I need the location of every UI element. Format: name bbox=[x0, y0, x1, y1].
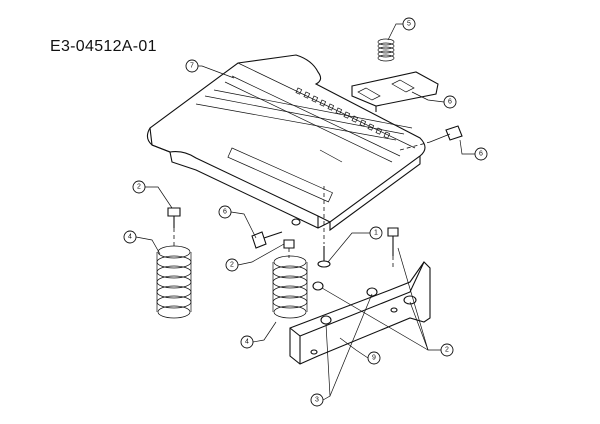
callout-2-center: 2 bbox=[225, 258, 239, 272]
callout-6-right: 6 bbox=[474, 147, 488, 161]
callout-2-right: 2 bbox=[440, 343, 454, 357]
callout-1: 1 bbox=[369, 226, 383, 240]
callout-4-left: 4 bbox=[123, 230, 137, 244]
callout-2-left: 2 bbox=[132, 180, 146, 194]
svg-text:3: 3 bbox=[315, 397, 319, 404]
pin-part-1 bbox=[317, 186, 331, 268]
small-spring bbox=[377, 38, 395, 62]
svg-text:1: 1 bbox=[374, 230, 378, 237]
callout-7: 7 bbox=[185, 59, 199, 73]
svg-text:4: 4 bbox=[128, 234, 132, 241]
svg-text:6: 6 bbox=[479, 151, 483, 158]
bolt-right-vertical bbox=[387, 227, 399, 270]
screw-left bbox=[167, 207, 181, 246]
leader-lines bbox=[135, 23, 475, 401]
bottom-bracket bbox=[289, 261, 431, 365]
plate-slots bbox=[295, 87, 391, 139]
callout-5: 5 bbox=[402, 17, 416, 31]
svg-text:2: 2 bbox=[445, 347, 449, 354]
seat-plate bbox=[146, 54, 426, 232]
bolt-right bbox=[399, 125, 463, 151]
screw-center bbox=[283, 239, 295, 258]
svg-text:2: 2 bbox=[137, 184, 141, 191]
svg-text:9: 9 bbox=[372, 355, 376, 362]
svg-text:6: 6 bbox=[448, 99, 452, 106]
spring-left bbox=[156, 245, 192, 319]
drawing-number: E3-04512A-01 bbox=[50, 38, 157, 55]
svg-text:4: 4 bbox=[245, 339, 249, 346]
svg-text:5: 5 bbox=[407, 21, 411, 28]
latch-bracket bbox=[351, 71, 439, 112]
callout-9: 9 bbox=[367, 351, 381, 365]
callout-8: 6 bbox=[443, 95, 457, 109]
callout-4-center: 4 bbox=[240, 335, 254, 349]
bolt-center-left bbox=[251, 231, 283, 249]
spring-center bbox=[272, 255, 308, 319]
svg-text:2: 2 bbox=[230, 262, 234, 269]
svg-text:6: 6 bbox=[223, 209, 227, 216]
callout-3: 3 bbox=[310, 393, 324, 407]
callout-6-left: 6 bbox=[218, 205, 232, 219]
svg-text:7: 7 bbox=[190, 63, 194, 70]
